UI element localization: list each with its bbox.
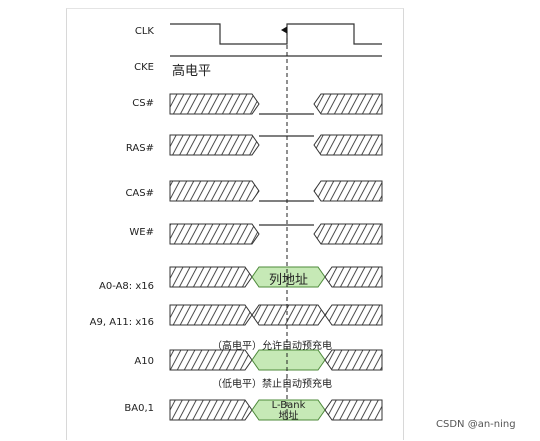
a10-high-note: （高电平）允许自动预充电 — [212, 341, 332, 352]
we-waveform — [169, 223, 383, 245]
a10-low-note: （低电平）禁止自动预充电 — [212, 379, 332, 390]
signal-label-cke: CKE — [134, 62, 154, 73]
signal-label-a9a11: A9, A11: x16 — [89, 317, 154, 328]
a9a11-waveform — [169, 304, 383, 326]
ras-waveform — [169, 134, 383, 156]
signal-label-clk: CLK — [134, 26, 154, 37]
signal-label-a0a8: A0-A8: x16 — [99, 281, 154, 292]
ba-waveform — [169, 399, 383, 421]
signal-label-a10: A10 — [134, 356, 154, 367]
clk-waveform — [170, 23, 382, 45]
a10-waveform — [169, 349, 383, 371]
diagram-frame — [66, 8, 404, 440]
a0a8-waveform — [169, 266, 383, 288]
signal-label-we: WE# — [129, 227, 154, 238]
signal-label-cas: CAS# — [125, 188, 154, 199]
signal-label-ras: RAS# — [125, 143, 154, 154]
cke-level-label: 高电平 — [172, 64, 212, 79]
bank-address-label-line2: 地址 — [278, 411, 299, 422]
bank-address-label-line1: L-Bank — [271, 400, 306, 411]
cas-waveform — [169, 180, 383, 202]
signal-label-cs: CS# — [132, 98, 154, 109]
signal-label-ba: BA0,1 — [124, 403, 154, 414]
cs-waveform — [169, 93, 383, 115]
watermark: CSDN @an-ning — [436, 419, 516, 430]
column-address-label: 列地址 — [268, 273, 308, 288]
